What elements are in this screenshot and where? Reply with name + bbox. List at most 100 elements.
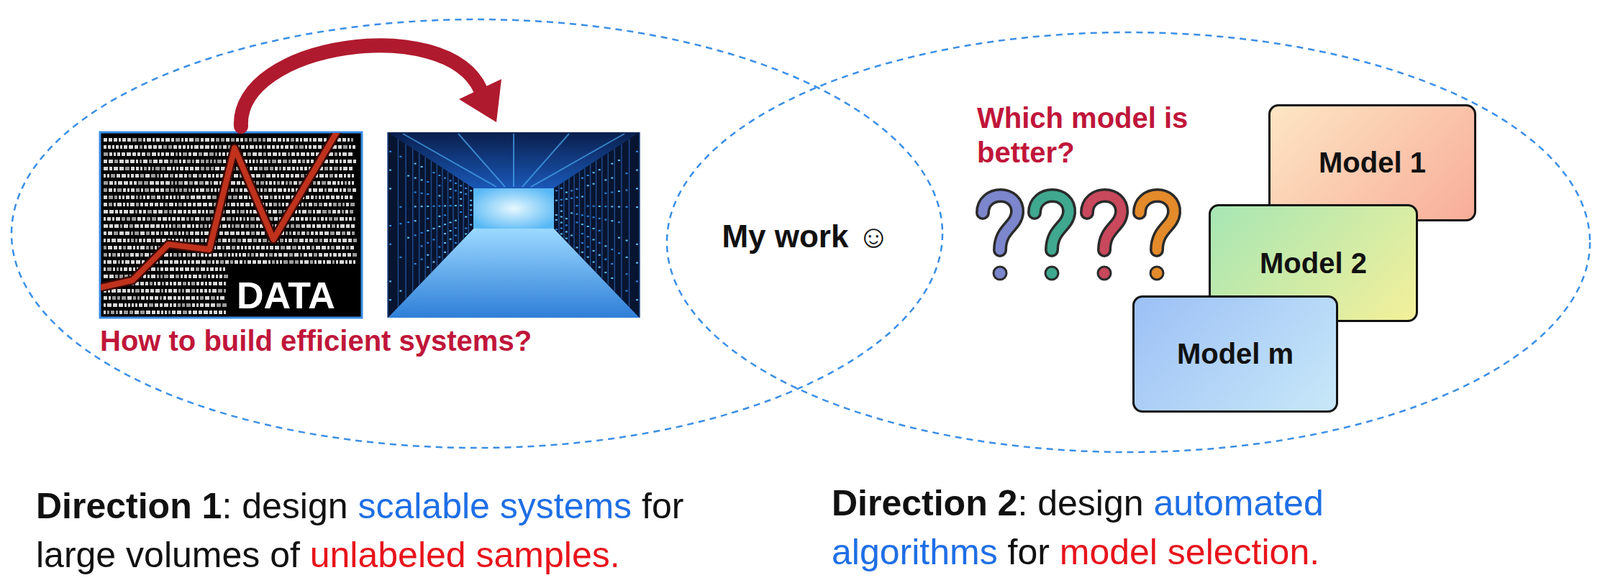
- digit-mark: [274, 217, 278, 221]
- digit-mark: [200, 188, 205, 193]
- digit-mark: [278, 202, 281, 207]
- digit-mark: [316, 210, 321, 214]
- digit-mark: [204, 231, 209, 236]
- rack-light: [610, 263, 613, 265]
- digit-mark: [189, 231, 194, 236]
- digit-mark: [316, 224, 321, 229]
- digit-mark: [324, 231, 329, 236]
- region-heading: Which model is better?: [976, 100, 1193, 170]
- rack-light: [449, 221, 452, 224]
- rack-edge: [387, 132, 389, 318]
- digit-mark: [243, 152, 247, 157]
- digit-mark: [153, 210, 157, 214]
- digit-mark: [251, 253, 254, 257]
- digit-mark: [345, 260, 348, 265]
- digit-mark: [147, 274, 150, 279]
- digit-mark: [222, 152, 226, 157]
- digit-mark: [181, 217, 185, 221]
- digit-mark: [141, 152, 146, 157]
- digit-mark: [129, 210, 134, 214]
- digit-mark: [170, 152, 175, 157]
- digit-mark: [168, 310, 171, 315]
- digit-mark: [182, 289, 185, 293]
- digit-mark: [280, 145, 284, 149]
- digit-mark: [242, 253, 247, 257]
- digit-mark: [180, 274, 183, 279]
- rack-light: [575, 246, 578, 249]
- digit-mark: [112, 253, 116, 257]
- digit-mark: [139, 145, 143, 149]
- digit-mark: [282, 166, 286, 171]
- rack-light: [635, 243, 639, 246]
- digit-mark: [268, 188, 272, 193]
- digit-mark: [277, 188, 283, 193]
- rack-light: [414, 220, 417, 222]
- digit-mark: [135, 188, 140, 193]
- digit-mark: [130, 195, 135, 200]
- question-dot: [993, 266, 1007, 280]
- digit-mark: [333, 202, 337, 207]
- digit-mark: [113, 152, 116, 157]
- digit-mark: [146, 246, 149, 250]
- rack-light: [592, 216, 595, 218]
- digit-mark: [184, 267, 190, 272]
- digit-mark: [215, 145, 218, 149]
- digit-mark: [168, 289, 172, 293]
- digit-mark: [192, 274, 198, 279]
- rack-edge: [595, 161, 598, 273]
- question-mark-outline: [1034, 195, 1070, 251]
- rack-light: [617, 159, 621, 162]
- digit-mark: [290, 174, 294, 178]
- digit-mark: [179, 174, 183, 178]
- digit-mark: [174, 159, 178, 164]
- digit-mark: [185, 296, 190, 300]
- digit-mark: [182, 159, 186, 164]
- digit-mark: [169, 260, 173, 265]
- digit-mark: [157, 282, 161, 286]
- digit-mark: [189, 181, 193, 185]
- digit-mark: [264, 188, 267, 193]
- digit-mark: [173, 282, 177, 286]
- digit-mark: [185, 231, 189, 236]
- digit-mark: [256, 246, 260, 250]
- rack-light: [414, 205, 417, 208]
- digit-mark: [174, 174, 178, 178]
- digit-mark: [194, 231, 200, 236]
- digit-mark: [198, 310, 203, 315]
- digit-mark: [312, 138, 317, 142]
- digit-mark: [306, 224, 311, 229]
- digit-mark: [307, 210, 312, 214]
- digit-mark: [154, 303, 159, 308]
- digit-mark: [212, 260, 215, 265]
- digit-mark: [250, 217, 255, 221]
- digit-mark: [143, 195, 146, 200]
- digit-mark: [107, 303, 112, 308]
- digit-mark: [310, 159, 314, 164]
- question-marks: [982, 195, 1175, 280]
- digit-mark: [302, 159, 306, 164]
- digit-mark: [269, 253, 273, 257]
- digit-mark: [306, 152, 310, 157]
- digit-mark: [339, 188, 342, 193]
- digit-mark: [293, 181, 298, 185]
- ceiling-light: [512, 133, 515, 188]
- rack-edge: [568, 178, 570, 244]
- digit-mark: [127, 188, 130, 193]
- digit-mark: [208, 282, 212, 286]
- rack-light: [555, 214, 558, 216]
- rack-light: [592, 228, 595, 230]
- rack-light: [438, 205, 441, 208]
- digit-mark: [115, 310, 118, 315]
- digit-mark: [149, 202, 154, 207]
- digit-mark: [130, 238, 134, 243]
- digit-mark: [134, 224, 139, 229]
- digit-mark: [228, 238, 231, 243]
- digit-mark: [350, 202, 355, 207]
- rack-light: [610, 220, 613, 222]
- digit-mark: [337, 210, 341, 214]
- rack-light: [459, 192, 462, 194]
- rack-light: [617, 252, 621, 254]
- digit-mark: [187, 202, 192, 207]
- rack-light: [560, 227, 563, 229]
- digit-mark: [305, 195, 310, 200]
